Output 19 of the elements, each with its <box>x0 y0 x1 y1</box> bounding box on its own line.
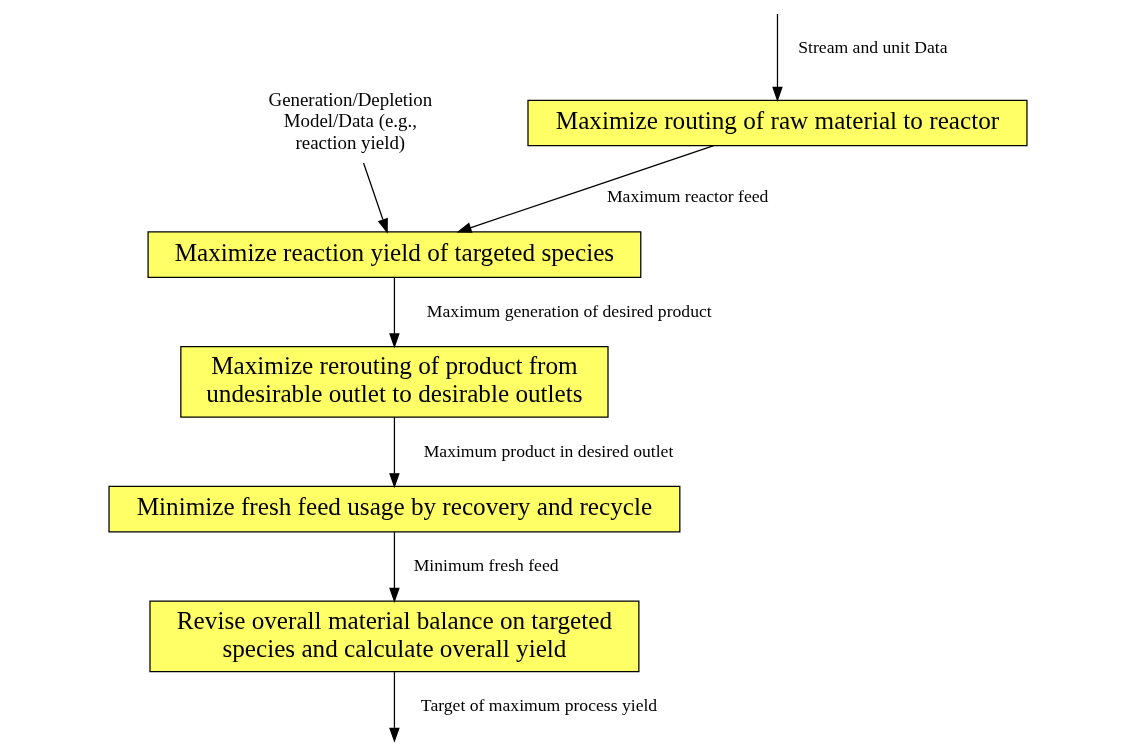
edge-label: Maximum generation of desired product <box>426 300 712 321</box>
node-box: Maximize rerouting of product from undesirable outlet to desirable outlets <box>179 346 609 418</box>
node-text: Generation/Depletion Model/Data (e.g., reaction yield) <box>268 88 432 153</box>
edge-label: Target of maximum process yield <box>420 695 657 716</box>
edge-label: Maximum product in desired outlet <box>423 440 673 461</box>
node-box: Maximize routing of raw material to reactor <box>526 99 1028 147</box>
arrow <box>388 531 400 603</box>
node-box: Minimize fresh feed usage by recovery and recycle <box>107 485 680 533</box>
arrow <box>388 671 400 743</box>
arrow <box>362 162 388 234</box>
edge-label: Stream and unit Data <box>797 37 948 58</box>
arrow <box>455 145 714 233</box>
node-box: Revise overall material balance on targeted species and calculate overall yield <box>148 600 639 673</box>
arrow <box>388 277 400 349</box>
arrow <box>771 13 783 102</box>
edge-label: Minimum fresh feed <box>413 555 559 576</box>
arrow <box>388 416 400 489</box>
node-box: Maximize reaction yield of targeted species <box>146 231 641 278</box>
edge-label: Maximum reactor feed <box>606 185 768 206</box>
